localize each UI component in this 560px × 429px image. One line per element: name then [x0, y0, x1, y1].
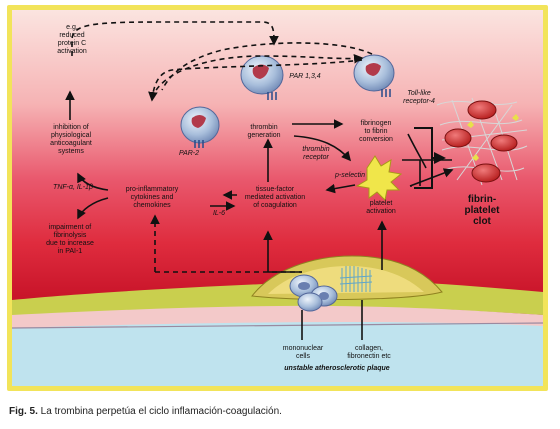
reduced-protein-c-label: e.g. reduced protein C activation — [57, 24, 87, 55]
pathway-arrows — [65, 21, 454, 340]
par134-label: PAR 1,3,4 — [289, 73, 321, 80]
mononuclear-cells-label: mononuclear cells — [282, 345, 324, 360]
wall-line — [12, 322, 543, 329]
collagen-fibers — [339, 266, 373, 292]
monocyte-par2-cell — [180, 106, 220, 148]
tlr4-label: Toll-like receptor-4 — [403, 90, 435, 105]
il6-label: IL-6 — [212, 210, 226, 217]
p-selectin-label: p-selectin — [335, 172, 365, 179]
diagram-panel: e.g. reduced protein C activation inhibi… — [12, 10, 543, 386]
inhibition-anticoagulant-label: inhibition of physiological anticoagulan… — [50, 124, 92, 155]
plaque-label: unstable atherosclerotic plaque — [284, 365, 390, 372]
clot-bracket-arrow — [414, 127, 444, 189]
mononuclear-cells — [289, 274, 338, 312]
fibrinolysis-impairment-label: impairment of fibrinolysis due to increa… — [46, 224, 94, 255]
pro-inflammatory-label: pro-inflammatory cytokines and chemokine… — [125, 186, 179, 209]
monocyte-tlr4-cell — [353, 54, 395, 97]
par2-label: PAR-2 — [178, 150, 200, 157]
caption-text: La trombina perpetúa el ciclo inflamació… — [37, 406, 282, 417]
thrombin-generation-label: thrombin generation — [247, 124, 281, 139]
media-layer — [12, 322, 543, 386]
collagen-label: collagen, fibronectin etc — [347, 345, 391, 360]
platelet-activation-label: platelet activation — [366, 200, 396, 215]
activated-platelet — [355, 155, 403, 202]
fibrin-clot-graphic — [436, 97, 528, 186]
fibrin-platelet-clot-label: fibrin- platelet clot — [464, 194, 500, 227]
tnf-il1-label: TNF-α, IL-1β — [53, 184, 93, 191]
tissue-factor-label: tissue-factor mediated activation of coa… — [244, 186, 306, 209]
diagram-canvas — [12, 10, 543, 386]
figure-caption: Fig. 5. La trombina perpetúa el ciclo in… — [9, 406, 282, 417]
fibrinogen-conversion-label: fibrinogen to fibrin conversion — [359, 120, 393, 143]
thrombin-receptor-label: thrombin receptor — [302, 146, 330, 161]
caption-fig-number: Fig. 5. — [9, 406, 38, 417]
